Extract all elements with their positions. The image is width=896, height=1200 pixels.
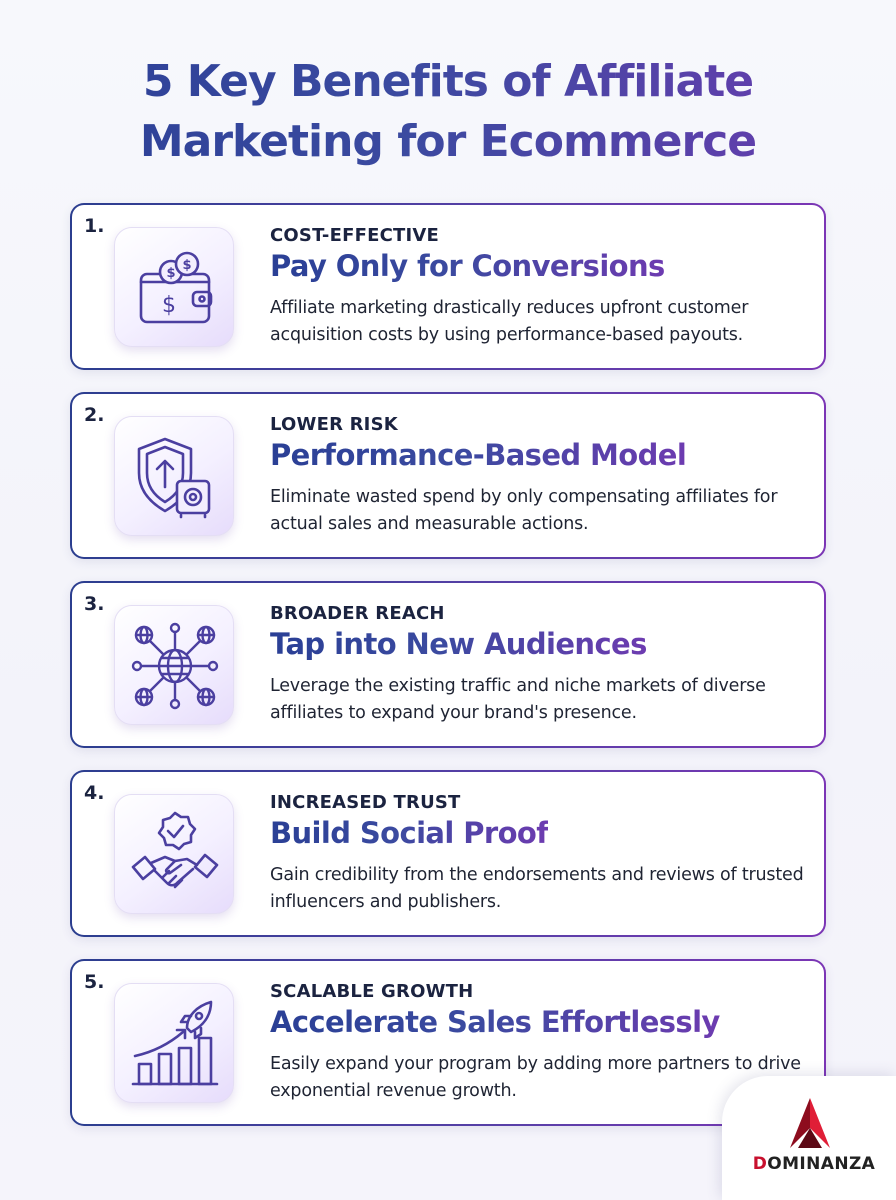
benefit-eyebrow: COST-EFFECTIVE <box>270 225 439 246</box>
benefit-heading: Tap into New Audiences <box>270 627 647 661</box>
benefit-heading: Build Social Proof <box>270 816 549 850</box>
benefit-eyebrow: INCREASED TRUST <box>270 792 461 813</box>
svg-text:$: $ <box>166 266 175 281</box>
dominanza-logo: DOMINANZA <box>722 1076 896 1200</box>
benefit-number: 2. <box>84 404 105 426</box>
benefit-number: 5. <box>84 971 105 993</box>
benefit-eyebrow: LOWER RISK <box>270 414 398 435</box>
svg-text:$: $ <box>162 293 176 318</box>
title-line-1: 5 Key Benefits of Affiliate <box>0 52 896 112</box>
benefit-description: Affiliate marketing drastically reduces … <box>270 298 749 345</box>
benefit-heading: Performance-Based Model <box>270 438 687 472</box>
benefit-description: Eliminate wasted spend by only compensat… <box>270 487 778 534</box>
page-title: 5 Key Benefits of Affiliate Marketing fo… <box>0 52 896 172</box>
benefit-heading: Accelerate Sales Effortlessly <box>270 1005 720 1039</box>
logo-rest: OMINANZA <box>767 1154 876 1174</box>
benefit-card-5: 5. SCALABLE GROWTH Accelerate Sales Effo… <box>70 959 826 1126</box>
shield-safe-icon <box>114 416 234 536</box>
benefit-eyebrow: SCALABLE GROWTH <box>270 981 474 1002</box>
title-line-2: Marketing for Ecommerce <box>0 112 896 172</box>
benefit-card-4: 4. INCREASED TRUST Build Social Proof Ga… <box>70 770 826 937</box>
benefit-description: Easily expand your program by adding mor… <box>270 1054 801 1101</box>
logo-first-letter: D <box>752 1154 768 1174</box>
wallet-coins-icon: $ $ $ <box>114 227 234 347</box>
benefit-card-1: 1. $ $ $ COST-EFFECTIVE Pay Only for Con… <box>70 203 826 370</box>
benefit-heading: Pay Only for Conversions <box>270 249 665 283</box>
benefit-card-2: 2. LOWER RISK Performance-Based Model El… <box>70 392 826 559</box>
benefit-card-3: 3. BROADER REACH Tap into New Audiences … <box>70 581 826 748</box>
benefit-description: Leverage the existing traffic and niche … <box>270 676 766 723</box>
benefit-number: 3. <box>84 593 105 615</box>
rocket-growth-chart-icon <box>114 983 234 1103</box>
benefit-number: 1. <box>84 215 105 237</box>
logo-wordmark: DOMINANZA <box>744 1154 884 1174</box>
globe-network-icon <box>114 605 234 725</box>
benefit-eyebrow: BROADER REACH <box>270 603 445 624</box>
benefit-description: Gain credibility from the endorsements a… <box>270 865 804 912</box>
handshake-icon <box>114 794 234 914</box>
svg-text:$: $ <box>182 258 191 273</box>
dominanza-mark-icon <box>790 1098 830 1148</box>
benefit-number: 4. <box>84 782 105 804</box>
